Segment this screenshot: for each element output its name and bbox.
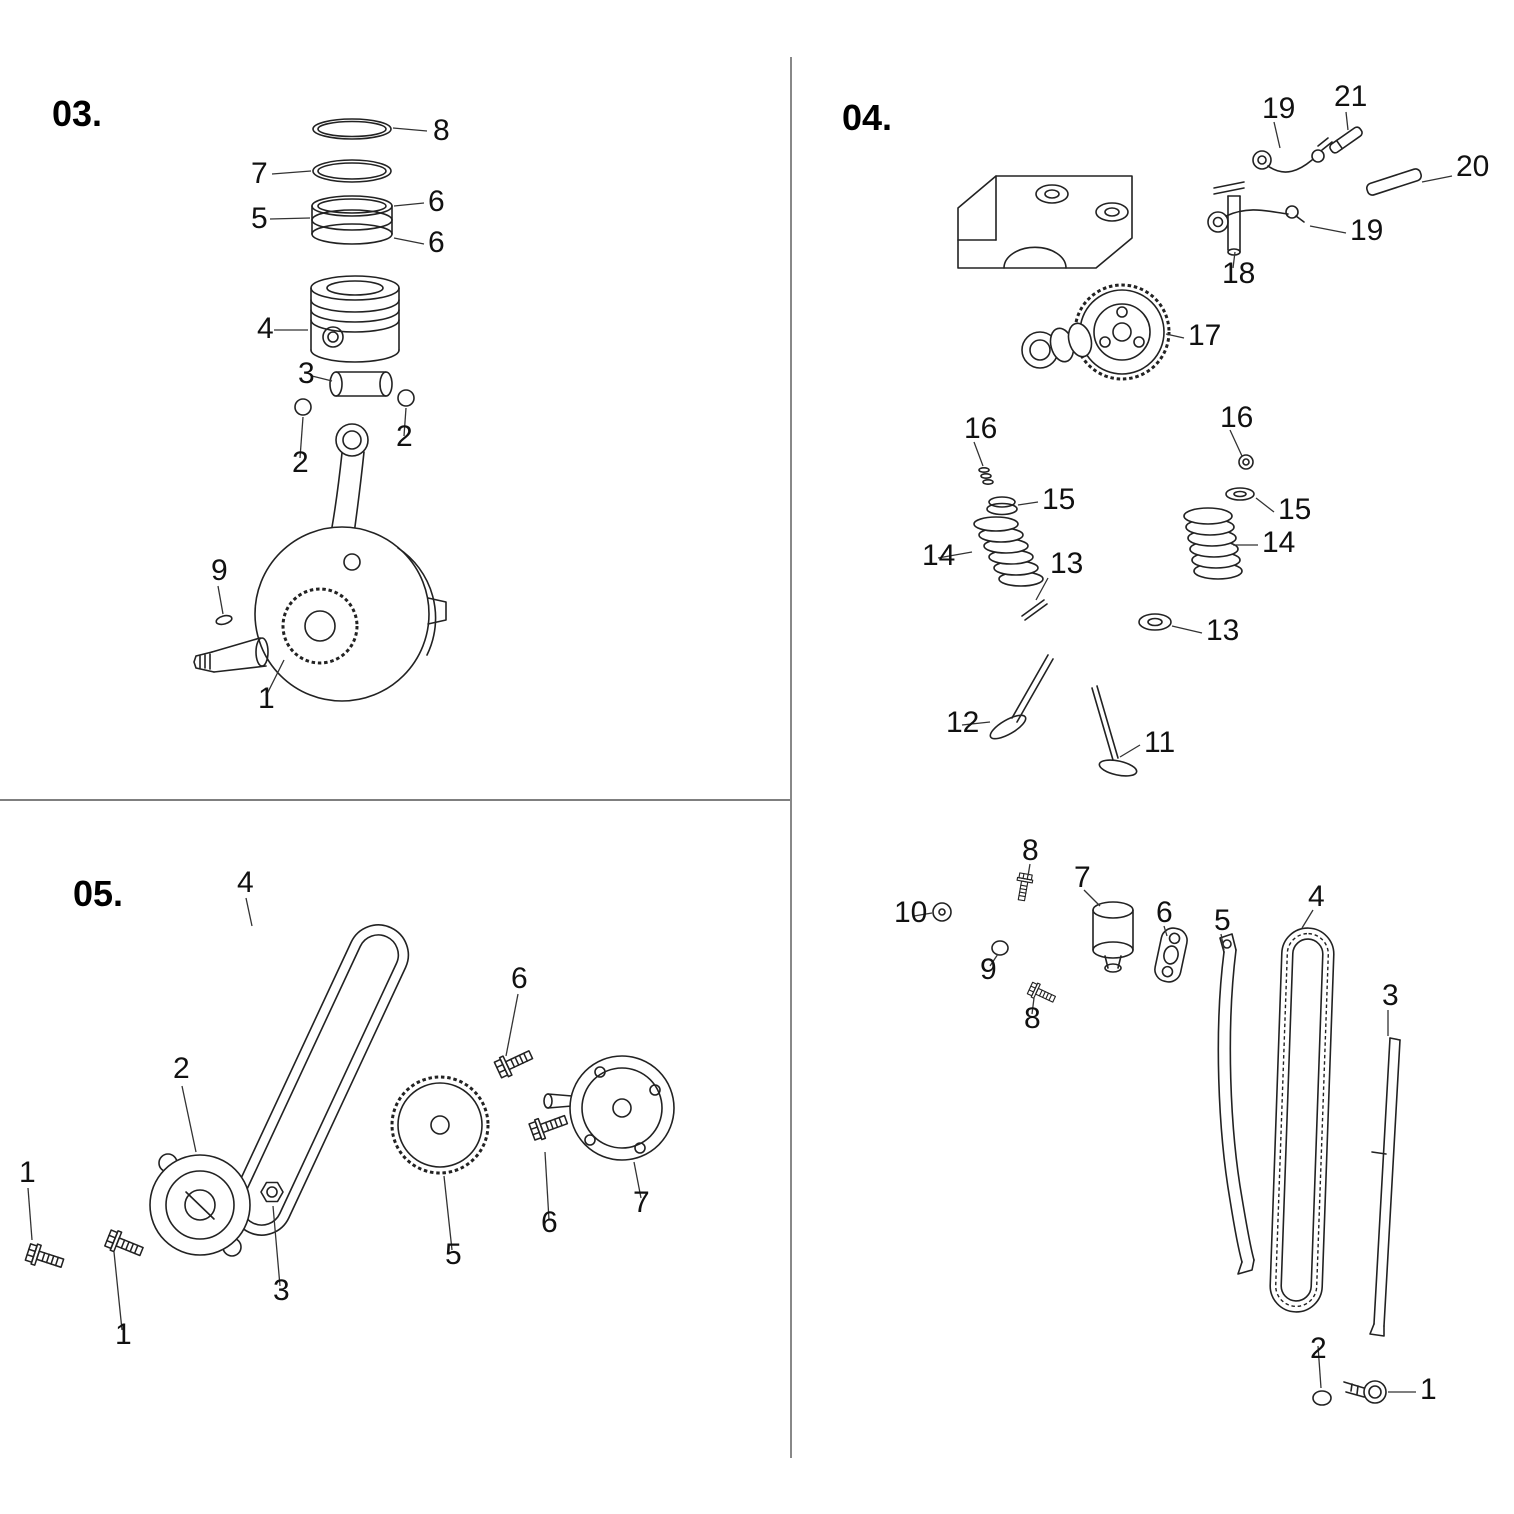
callout: 14 [922, 539, 955, 572]
section-title-03: 03. [52, 93, 102, 134]
timing-chain-group: 8 7 10 9 8 6 5 4 3 2 1 [894, 834, 1437, 1406]
callout: 2 [1310, 1332, 1327, 1365]
pump-nut [260, 1181, 284, 1203]
callout: 4 [257, 312, 274, 345]
callout: 1 [19, 1156, 36, 1189]
piston-ring-second [312, 159, 392, 183]
pump-sprocket [390, 1075, 490, 1175]
callout: 7 [251, 157, 268, 190]
callout: 3 [298, 357, 315, 390]
tensioner-bolt-top [1013, 872, 1035, 903]
callout: 14 [1262, 526, 1295, 559]
callout: 9 [980, 953, 997, 986]
valve-spring-left-group [973, 466, 1048, 621]
callout: 8 [1022, 834, 1039, 867]
oil-pump-assembly [543, 1055, 675, 1161]
callout: 6 [511, 962, 528, 995]
callout: 1 [1420, 1373, 1437, 1406]
callout: 20 [1456, 150, 1489, 183]
valve-spring-right-group [1138, 454, 1255, 631]
rocker-arm-holder [957, 175, 1133, 269]
cover-bolt-left [24, 1241, 67, 1274]
chain-guide-rear [1369, 1037, 1401, 1337]
callout: 6 [428, 185, 445, 218]
pump-bolt-top [492, 1044, 536, 1081]
section-title-04: 04. [842, 97, 892, 138]
callout: 5 [1214, 904, 1231, 937]
pump-drive-chain [230, 924, 410, 1236]
rocker-pin-short [1329, 126, 1363, 154]
callout: 15 [1278, 493, 1311, 526]
spring-washer [1312, 1390, 1332, 1406]
leader-lines-s04-head [937, 111, 1453, 758]
woodruff-key [215, 614, 233, 626]
callout: 3 [1382, 979, 1399, 1012]
callout: 9 [211, 554, 228, 587]
callout: 16 [1220, 401, 1253, 434]
rocker-shaft [1213, 181, 1245, 256]
camshaft [1021, 283, 1171, 381]
callout: 21 [1334, 80, 1367, 113]
callout: 6 [1156, 896, 1173, 929]
cam-chain [1269, 927, 1335, 1313]
chain-guide-front [1217, 933, 1255, 1275]
rocker-arm-lower [1207, 205, 1305, 233]
callout: 7 [633, 1186, 650, 1219]
callout: 4 [1308, 880, 1325, 913]
panel-dividers [0, 57, 792, 1458]
callout: 16 [964, 412, 997, 445]
callout: 7 [1074, 861, 1091, 894]
callout: 13 [1050, 547, 1083, 580]
callout: 13 [1206, 614, 1239, 647]
cover-bolt-mid [103, 1227, 147, 1262]
callout: 18 [1222, 257, 1255, 290]
callout: 6 [428, 226, 445, 259]
o-ring [991, 940, 1009, 956]
callout: 8 [433, 114, 450, 147]
oil-pump-cover [149, 1153, 251, 1257]
section-05-oil-pump: 4 2 6 6 7 5 3 1 1 05. [19, 866, 675, 1351]
callout: 1 [258, 682, 275, 715]
leader-lines-s05 [27, 897, 642, 1331]
piston-ring-top [312, 118, 392, 140]
piston-pin [329, 371, 393, 397]
callout: 11 [1144, 726, 1175, 759]
callout: 2 [173, 1052, 190, 1085]
callout: 19 [1350, 214, 1383, 247]
callout: 2 [396, 420, 413, 453]
circlip-right [397, 389, 415, 407]
callout: 8 [1024, 1002, 1041, 1035]
oil-ring-set [311, 195, 393, 245]
valve-intake [989, 654, 1054, 740]
section-title-05: 05. [73, 873, 123, 914]
leader-lines-s03 [217, 127, 428, 697]
rocker-arm-upper [1252, 137, 1333, 173]
section-03-piston-crankshaft: 8 7 6 5 6 4 3 2 2 9 1 03. [52, 93, 450, 715]
pump-bolt-bottom [527, 1109, 571, 1143]
callout: 17 [1188, 319, 1221, 352]
piston [310, 275, 400, 363]
circlip-left [294, 398, 312, 416]
callout: 1 [115, 1318, 132, 1351]
callout: 10 [894, 896, 927, 929]
valve-exhaust [1091, 685, 1138, 777]
crankshaft [193, 526, 447, 702]
chain-tensioner [1092, 901, 1134, 973]
rocker-pin-long [1366, 168, 1422, 196]
callout: 6 [541, 1206, 558, 1239]
callout: 5 [251, 202, 268, 235]
flange-bolt [1343, 1380, 1387, 1404]
callout: 5 [445, 1238, 462, 1271]
callout: 15 [1042, 483, 1075, 516]
callout: 2 [292, 446, 309, 479]
tensioner-gasket [1154, 927, 1188, 983]
section-04-valve-train: 19 21 20 19 18 17 16 16 15 15 14 14 13 1… [842, 80, 1489, 1406]
callout: 4 [237, 866, 254, 899]
leader-lines-s04-chain [913, 863, 1416, 1393]
callout: 19 [1262, 92, 1295, 125]
callout: 3 [273, 1274, 290, 1307]
sealing-washer [932, 902, 952, 922]
callout: 12 [946, 706, 979, 739]
